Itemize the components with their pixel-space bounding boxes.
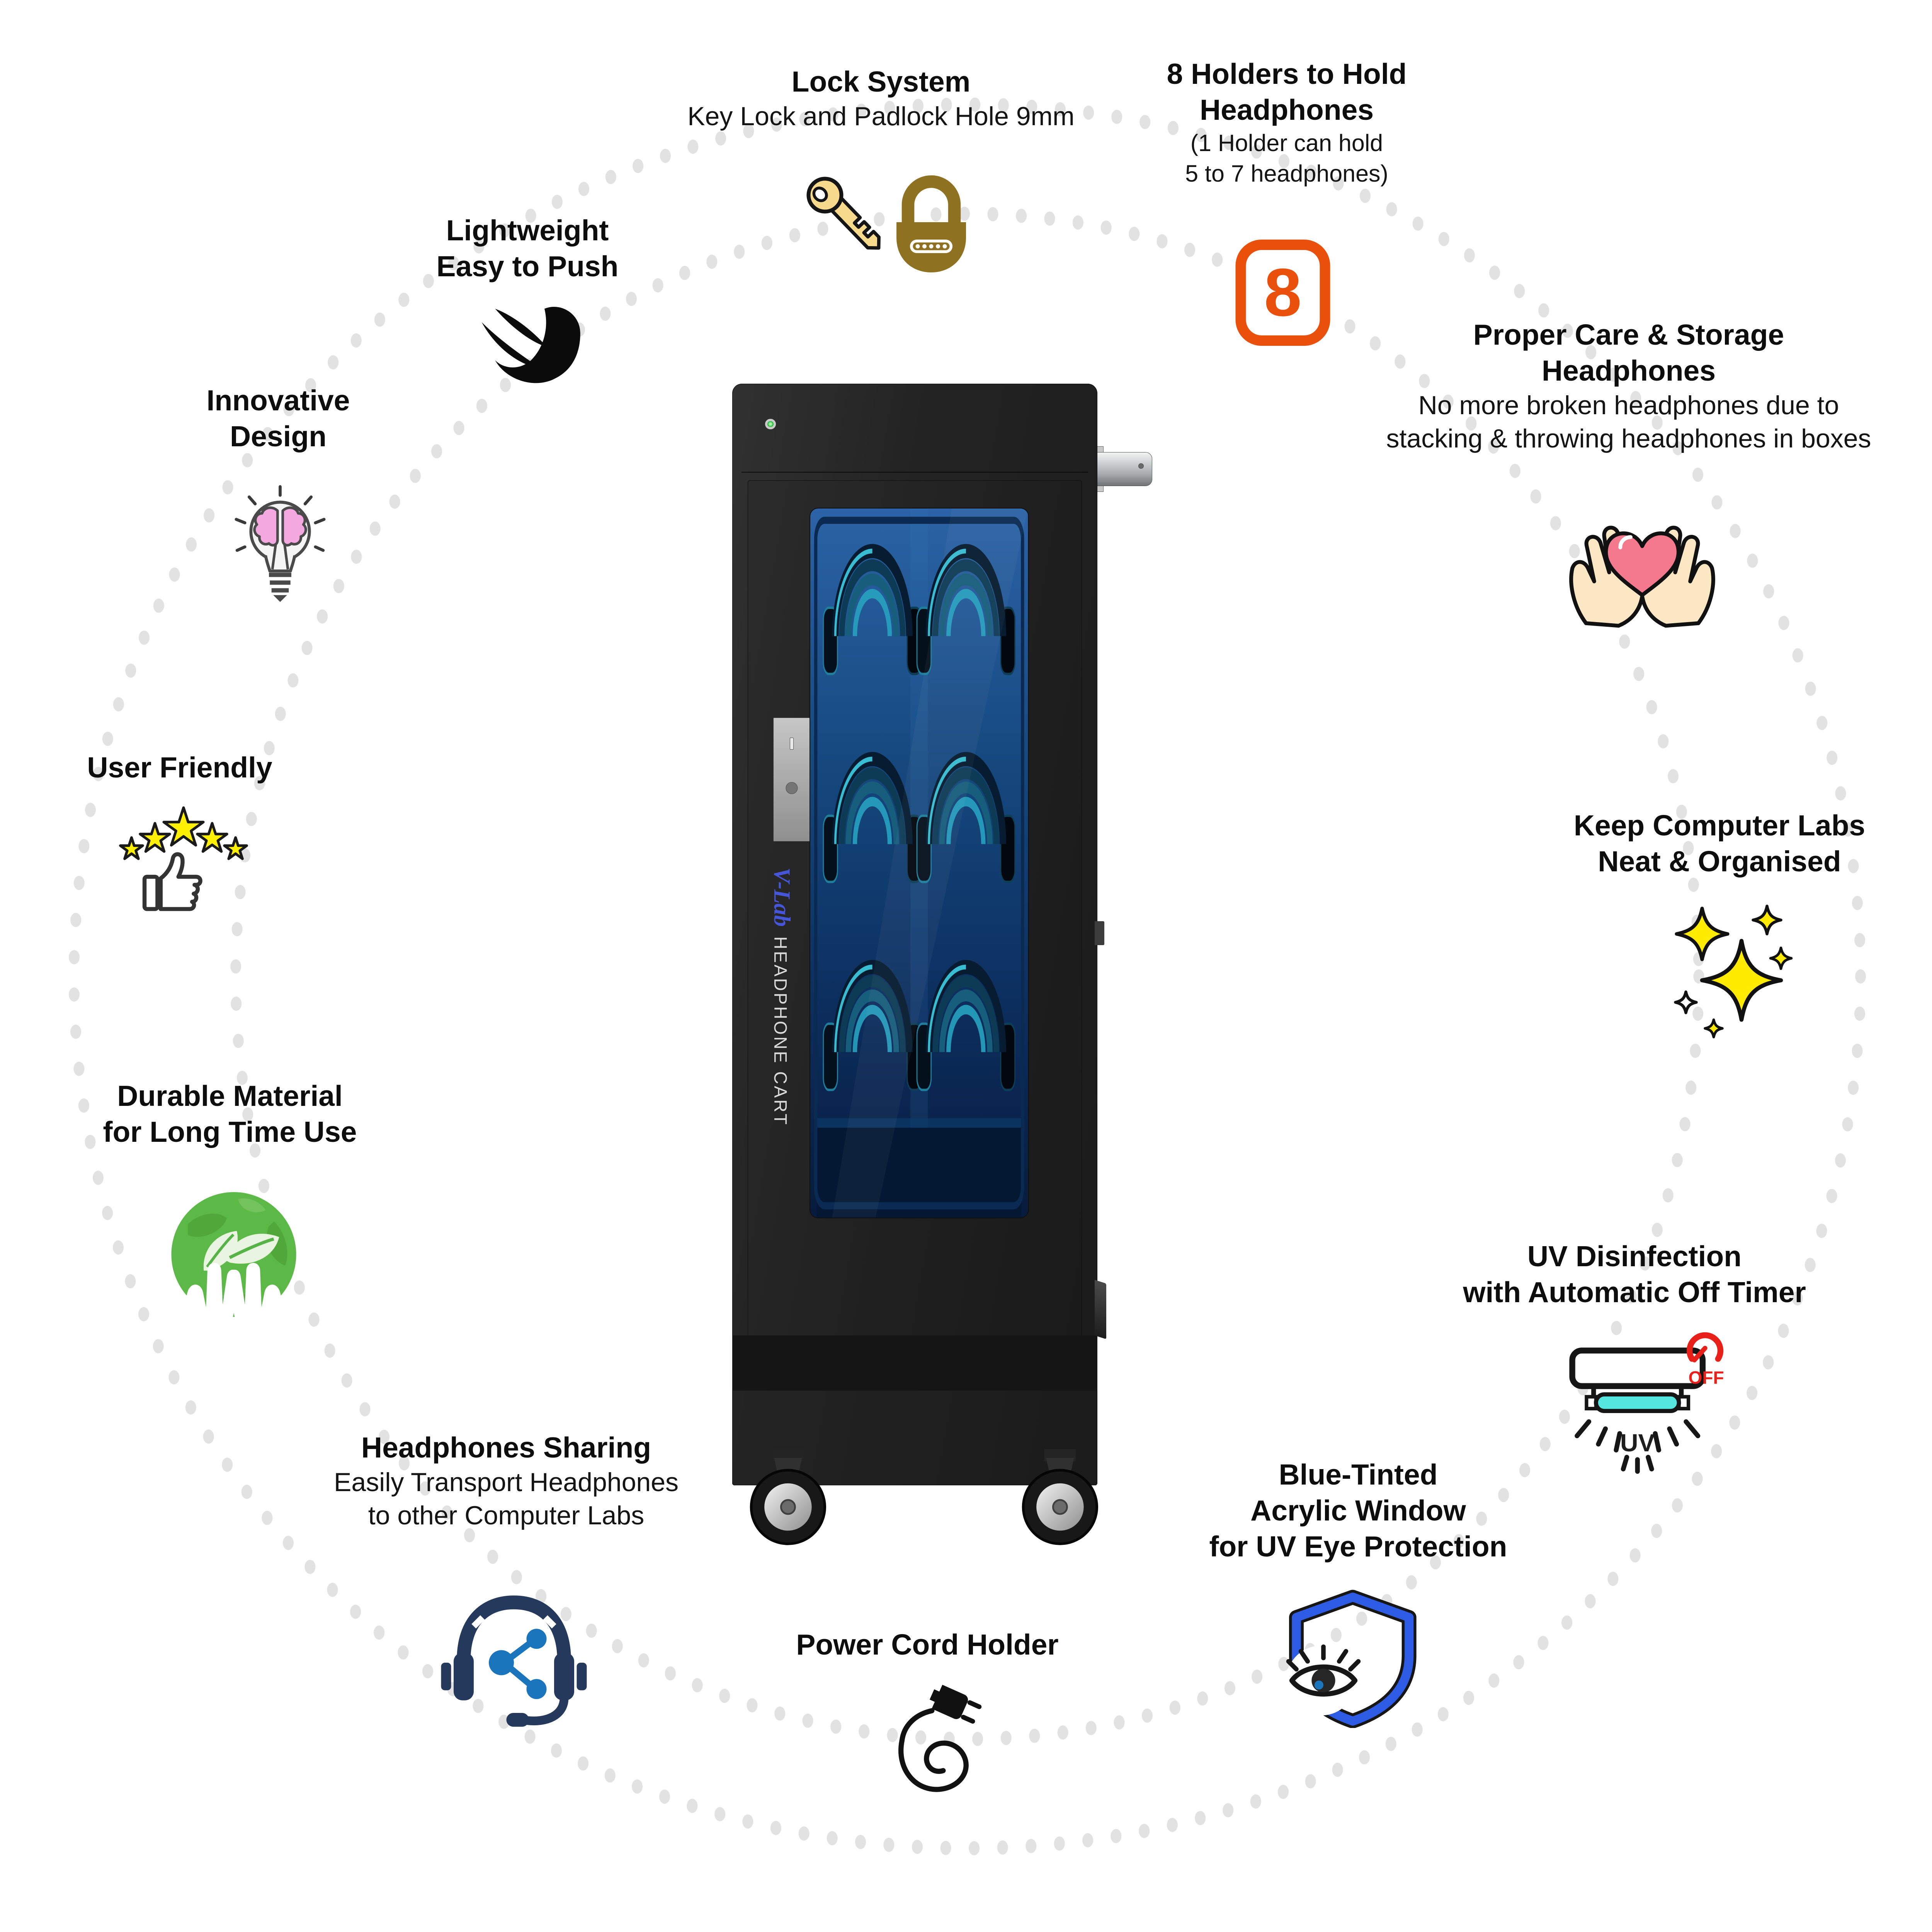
proper-care-title-1: Proper Care & Storage (1473, 318, 1784, 351)
handle-hole (1138, 463, 1144, 469)
eye-icon (1286, 1644, 1361, 1697)
innovation-bulb-brain-icon (233, 485, 328, 605)
mic-icon (506, 1713, 529, 1727)
blue-window-title-2: Acrylic Window (1250, 1494, 1466, 1527)
eco-earth-hands-icon (158, 1182, 310, 1344)
cart-label-text: HEADPHONE CART (770, 936, 791, 1127)
lightweight-title-1: Lightweight (446, 214, 609, 247)
heart-icon (1604, 531, 1680, 597)
caster-wheel-right (1016, 1406, 1104, 1589)
keyhole-circle (786, 782, 798, 794)
brand-logo-text: V-Lab (769, 867, 795, 927)
eight-holders-badge-icon: 8 (1235, 240, 1330, 346)
cart-base (732, 1335, 1097, 1391)
uv-title-2: with Automatic Off Timer (1463, 1276, 1806, 1308)
padlock-icon (896, 175, 966, 272)
sparkles-icon (1667, 895, 1795, 1045)
feature-user-friendly: User Friendly (87, 750, 272, 786)
uv-lamp-timer-icon: OFF UV (1553, 1329, 1731, 1476)
power-led-indicator (765, 418, 776, 430)
proper-care-sub-2: stacking & throwing headphones in boxes (1386, 424, 1871, 454)
five-stars-thumbs-up-icon (116, 800, 251, 930)
lock-system-icons (781, 168, 974, 274)
cart-cord-hook (1095, 1279, 1107, 1339)
badge-number: 8 (1264, 255, 1302, 330)
holders-title-1: 8 Holders to Hold (1167, 58, 1407, 90)
feature-headphones-sharing: Headphones Sharing Easily Transport Head… (334, 1430, 679, 1532)
feature-blue-window: Blue-Tinted Acrylic Window for UV Eye Pr… (1209, 1457, 1507, 1565)
holders-sub-2: 5 to 7 headphones) (1185, 160, 1388, 187)
headphone-cart-product: V-LabHEADPHONE CART (732, 383, 1152, 1589)
cart-side-hinge (1095, 921, 1104, 946)
uv-title-1: UV Disinfection (1527, 1240, 1742, 1272)
headset-share-icon (439, 1582, 589, 1738)
sharing-sub-2: to other Computer Labs (368, 1501, 645, 1531)
feature-power-cord: Power Cord Holder (796, 1627, 1058, 1663)
cart-push-handle (1094, 452, 1152, 486)
key-icon (828, 196, 881, 250)
eye-shield-icon (1283, 1588, 1418, 1728)
feature-lightweight: Lightweight Easy to Push (437, 213, 619, 284)
caster-wheel-left (744, 1406, 832, 1589)
blue-window-title-1: Blue-Tinted (1279, 1458, 1438, 1491)
rating-stars (119, 806, 248, 860)
durable-title-1: Durable Material (117, 1080, 343, 1112)
key-and-padlock-icon (806, 175, 966, 272)
inner-dotted-ring (230, 206, 1704, 1746)
thumbs-up-icon (142, 852, 202, 911)
user-friendly-title: User Friendly (87, 751, 272, 784)
holders-sub-1: (1 Holder can hold (1190, 130, 1383, 156)
cart-door: V-LabHEADPHONE CART (747, 480, 1082, 1381)
feature-proper-care: Proper Care & Storage Headphones No more… (1386, 317, 1871, 456)
cart-body: V-LabHEADPHONE CART (732, 383, 1097, 1486)
cart-branding: V-LabHEADPHONE CART (769, 867, 795, 1126)
power-cord-icon (863, 1677, 985, 1817)
neat-labs-title-2: Neat & Organised (1598, 845, 1841, 878)
neat-labs-title-1: Keep Computer Labs (1573, 809, 1866, 842)
outer-dotted-ring (68, 97, 1866, 1855)
uv-label: UV (1620, 1429, 1655, 1457)
proper-care-sub-1: No more broken headphones due to (1418, 391, 1839, 420)
feature-8-holders: 8 Holders to Hold Headphones (1 Holder c… (1167, 56, 1407, 189)
durable-title-2: for Long Time Use (103, 1116, 357, 1148)
power-cord-title: Power Cord Holder (796, 1628, 1059, 1661)
off-label: OFF (1689, 1367, 1724, 1388)
sharing-title: Headphones Sharing (361, 1431, 651, 1464)
feature-innovative-design: Innovative Design (207, 383, 350, 454)
uv-tube (1594, 1392, 1681, 1413)
share-icon (489, 1629, 547, 1699)
uv-rays (1575, 1419, 1701, 1474)
lock-system-subtitle: Key Lock and Padlock Hole 9mm (687, 102, 1075, 131)
plug-icon (929, 1685, 982, 1724)
blue-window-title-3: for UV Eye Protection (1209, 1530, 1507, 1563)
window-interior (810, 509, 1028, 1218)
proper-care-title-2: Headphones (1541, 354, 1716, 387)
keyhole-slot (789, 737, 794, 750)
blue-acrylic-window (810, 508, 1029, 1219)
innovative-title-1: Innovative (206, 384, 350, 417)
feature-lock-system: Lock System Key Lock and Padlock Hole 9m… (687, 64, 1075, 133)
feather-icon (477, 298, 589, 385)
innovative-title-2: Design (230, 420, 327, 452)
door-lock-plate (773, 717, 810, 842)
cart-top-seam (741, 471, 1088, 473)
lightweight-title-2: Easy to Push (436, 250, 619, 282)
feature-uv-disinfection: UV Disinfection with Automatic Off Timer (1463, 1238, 1806, 1310)
sharing-sub-1: Easily Transport Headphones (333, 1468, 679, 1497)
feature-neat-labs: Keep Computer Labs Neat & Organised (1574, 808, 1865, 879)
holders-title-2: Headphones (1199, 94, 1374, 126)
feature-durable: Durable Material for Long Time Use (103, 1078, 357, 1150)
lock-system-title: Lock System (791, 65, 971, 98)
care-hands-heart-icon (1565, 495, 1719, 636)
timer-gauge-icon (1687, 1332, 1724, 1362)
